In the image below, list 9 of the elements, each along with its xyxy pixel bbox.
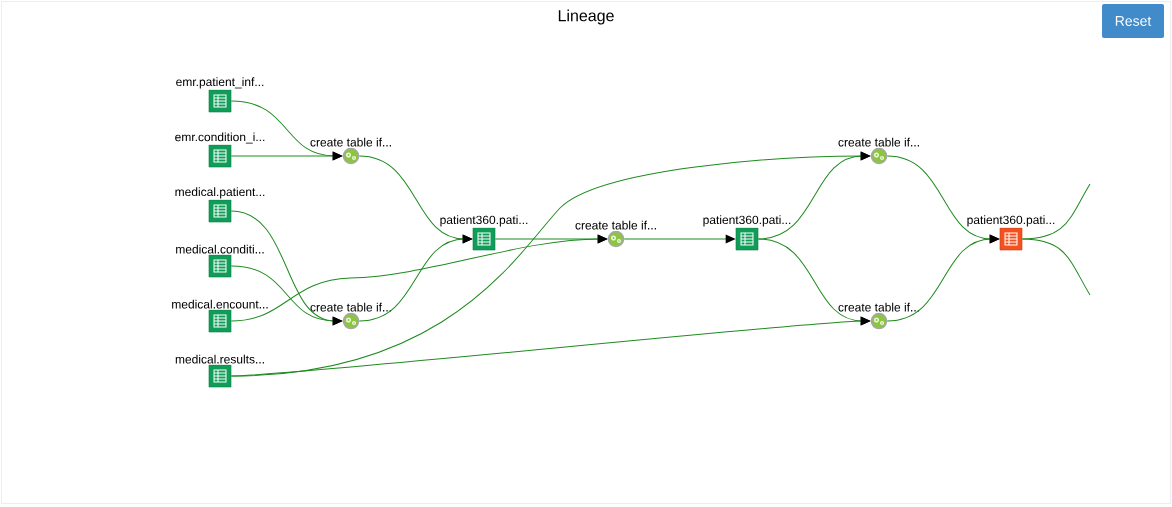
arrow [358, 234, 473, 322]
reset-button: Reset [1102, 4, 1164, 38]
title: Lineage [558, 9, 614, 25]
arrow [494, 234, 608, 244]
arrow [230, 151, 343, 161]
arrow [623, 234, 736, 244]
arrow [886, 234, 1000, 322]
arrow [230, 265, 343, 326]
arrow [757, 238, 871, 326]
